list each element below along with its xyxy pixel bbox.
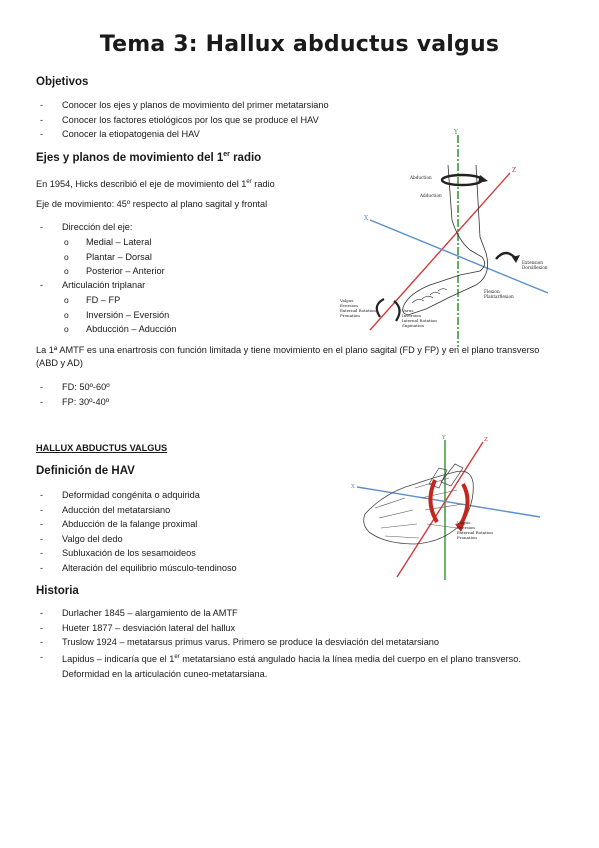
adduction-label: Adduction [419,193,442,198]
flexion-label: Flexion [484,289,500,294]
list-item: Conocer los factores etiológicos por los… [36,113,329,128]
ejes-heading: Ejes y planos de movimiento del 1er radi… [36,151,262,164]
eversion-label: Eversion [457,525,475,530]
z-axis-label: Z [512,167,516,174]
list-item: Posterior – Anterior [64,264,165,279]
arrow-head-icon [512,255,520,263]
definicion-heading: Definición de HAV [36,465,135,477]
eversion-label: Eversion [340,303,358,308]
inversion-label: Inversion [402,313,421,318]
arrow-head-icon [478,175,488,183]
list-item: Lapidus – indicaría que el 1er metatarsi… [36,650,536,681]
list-item: Inversión – Eversión [64,308,176,323]
abduction-arrow [440,173,484,187]
objetivos-list: Conocer los ejes y planos de movimiento … [36,98,329,142]
z-axis-line [396,441,484,578]
hav-section-heading: HALLUX ABDUCTUS VALGUS [36,443,168,453]
list-item: Deformidad congénita o adquirida [36,488,237,503]
ejes-paragraph-eje: Eje de movimiento: 45º respecto al plano… [36,199,268,209]
red-rotation-arrow [459,483,470,525]
valgus-label: Valgus [456,520,470,525]
toes-sketch [411,288,448,304]
articulacion-sublist: FD – FP Inversión – Eversión Abducción –… [64,293,176,337]
definicion-list: Deformidad congénita o adquirida Aducció… [36,488,237,575]
list-item: FD: 50º-60º [36,380,110,395]
list-item: Medial – Lateral [64,235,165,250]
list-item: Conocer los ejes y planos de movimiento … [36,98,329,113]
dorsiflexion-label: Dorsiflexion [522,265,548,270]
list-item: Conocer la etiopatogenia del HAV [36,127,329,142]
list-item: Alteración del equilibrio músculo-tendin… [36,561,237,576]
x-axis-line [356,486,541,518]
z-axis-label: Z [484,437,488,443]
direccion-list: Dirección del eje: [36,220,132,235]
list-item: Plantar – Dorsal [64,250,165,265]
rangos-list: FD: 50º-60º FP: 30º-40º [36,380,110,409]
foot-outline [402,164,489,316]
list-item: FP: 30º-40º [36,395,110,410]
extension-label: Extension [522,260,543,265]
z-axis-line [369,172,511,331]
valgus-label: Valgus [339,298,353,303]
pronation-label: Pronation [340,313,360,318]
list-item: Articulación triplanar [36,278,145,293]
foot-bones-outline [363,470,474,545]
abduction-label: Abduction [409,175,432,180]
list-item: Durlacher 1845 – alargamiento de la AMTF [36,606,439,621]
list-item: Truslow 1924 – metatarsus primus varus. … [36,635,439,650]
amtf-paragraph: La 1ª AMTF es una enartrosis con función… [36,345,540,368]
valgus-arrow [375,298,385,318]
ext-rotation-label: External Rotation [340,308,376,313]
historia-list: Durlacher 1845 – alargamiento de la AMTF… [36,606,439,650]
list-item: Abducción – Aducción [64,322,176,337]
ejes-paragraph-hicks: En 1954, Hicks describió el eje de movim… [36,179,275,190]
list-item: FD – FP [64,293,176,308]
y-axis-label: Y [441,435,446,441]
pronation-label: Pronation [457,535,477,540]
varus-arrow [393,300,401,322]
metatarsals-sketch [374,477,464,539]
hicks-axis-figure: Y Z X Abduction Adduction Extension Dors… [339,129,549,347]
list-item: Aducción del metatarsiano [36,503,237,518]
hallux-sketch [428,463,464,489]
varus-label: Varus [401,308,413,313]
x-axis-label: X [364,215,369,222]
int-rotation-label: Internal Rotation [402,318,437,323]
x-axis-label: X [351,484,355,490]
hav-axis-figure: Y Z X Valgus Eversion External Rotation … [351,435,541,580]
articulacion-list: Articulación triplanar [36,278,145,293]
historia-heading: Historia [36,585,79,597]
arrow-head-icon [455,522,465,532]
plantarflexion-label: Plantarflexion [484,294,514,299]
list-item: Hueter 1877 – desviación lateral del hal… [36,621,439,636]
list-item: Dirección del eje: [36,220,132,235]
red-rotation-arrow [428,479,439,524]
ext-rotation-label: External Rotation [457,530,493,535]
list-item: Subluxación de los sesamoideos [36,546,237,561]
list-item: Abducción de la falange proximal [36,517,237,532]
supination-label: Supination [402,323,424,328]
objetivos-heading: Objetivos [36,76,89,88]
list-item: Valgo del dedo [36,532,237,547]
direccion-sublist: Medial – Lateral Plantar – Dorsal Poster… [64,235,165,279]
x-axis-line [369,219,549,294]
page-title: Tema 3: Hallux abductus valgus [99,32,500,57]
y-axis-label: Y [453,129,459,136]
lapidus-list: Lapidus – indicaría que el 1er metatarsi… [36,650,536,681]
